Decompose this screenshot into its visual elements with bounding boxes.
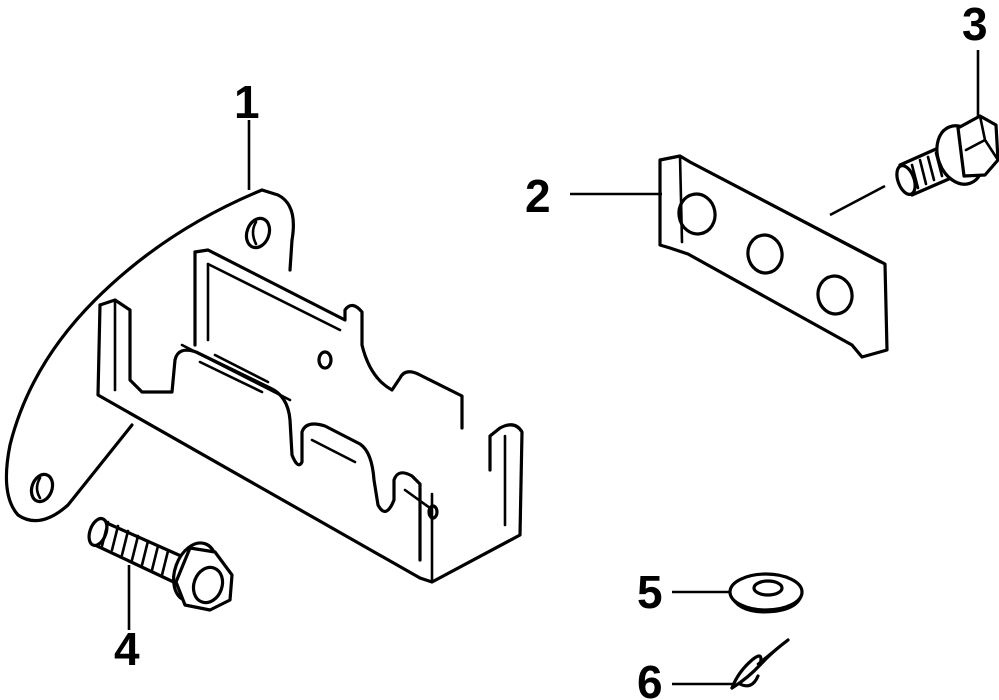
part-6-clip[interactable] xyxy=(730,638,790,690)
callout-1: 1 xyxy=(234,76,260,128)
part-5-washer[interactable] xyxy=(728,572,804,614)
callout-3: 3 xyxy=(962,0,988,50)
callout-leaders xyxy=(127,50,980,686)
callout-5: 5 xyxy=(637,566,663,618)
callout-6: 6 xyxy=(637,656,663,700)
part-4-flange-bolt[interactable] xyxy=(86,516,234,612)
callout-2: 2 xyxy=(525,170,551,222)
part-2-plate[interactable] xyxy=(658,154,889,359)
part-3-flange-bolt[interactable] xyxy=(893,114,999,197)
callout-4: 4 xyxy=(114,623,140,675)
part-1-bracket[interactable] xyxy=(4,188,524,584)
